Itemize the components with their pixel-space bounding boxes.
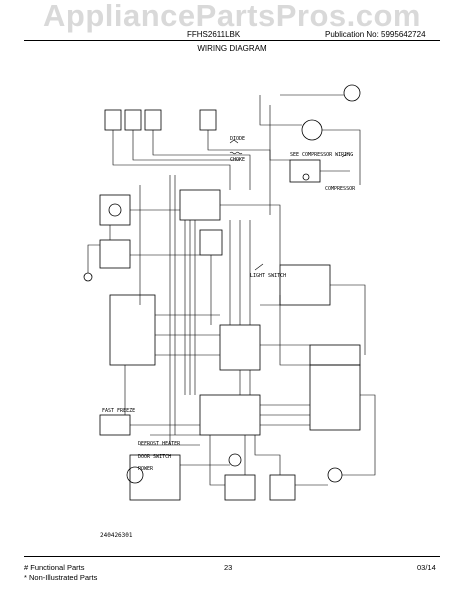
footer-rule [24, 556, 440, 557]
water-valve-3 [144, 109, 162, 131]
fast-freeze-switch [99, 414, 131, 436]
model-number: FFHS2611LBK [187, 30, 241, 39]
power-label: POWER [138, 466, 154, 472]
fan-motor-icon [301, 119, 323, 141]
compressor-box [289, 159, 321, 183]
wire-traces [87, 94, 376, 486]
compressor-label: COMPRESSOR [325, 186, 356, 192]
header-rule [24, 40, 440, 41]
site-watermark: AppliancePartsPros.com [43, 0, 421, 33]
light-lamp-icon [228, 453, 242, 467]
wiring-diagram: DIODE CHOKE LIGHT SWITCH SEE COMPRESSOR … [80, 65, 380, 545]
evaporator-fan-box [224, 474, 256, 501]
connector-block-center [219, 324, 261, 371]
page-title: WIRING DIAGRAM [197, 44, 267, 53]
choke-label: CHOKE [230, 157, 245, 163]
water-valve-4 [199, 109, 217, 131]
damper-motor-icon [126, 466, 144, 484]
wire-harness-right [309, 344, 361, 366]
main-connector-bottom [199, 394, 261, 436]
main-connector-top [179, 189, 221, 221]
functional-parts-note: # Functional Parts [24, 563, 85, 572]
page-number: 23 [224, 563, 233, 572]
ice-maker-motor-icon [108, 203, 122, 217]
ice-maker-module [99, 194, 131, 226]
choke-symbol [229, 151, 243, 155]
publication-date: 03/14 [417, 563, 436, 572]
lamp-icon [343, 84, 361, 102]
non-illustrated-parts-note: * Non-Illustrated Parts [24, 573, 98, 582]
fast-freeze-label: FAST FREEZE [102, 408, 135, 414]
auger-motor-icon [327, 467, 343, 483]
user-interface-board [129, 454, 181, 501]
diagram-part-number: 240426301 [100, 532, 133, 539]
control-board [109, 294, 156, 366]
light-switch-symbol [254, 263, 264, 271]
thermostat-module [99, 239, 131, 269]
compressor-terminal-icon [302, 173, 310, 181]
condenser-fan-box [269, 474, 296, 501]
see-compressor-wiring-label: SEE COMPRESSOR WIRING [290, 152, 353, 158]
connector-block-right [279, 264, 331, 306]
light-switch-label: LIGHT SWITCH [250, 273, 286, 279]
diode-label: DIODE [230, 136, 245, 142]
diode-symbol [229, 139, 239, 144]
ground-terminal-icon [83, 272, 93, 282]
water-valve-1 [104, 109, 122, 131]
circuit-symbols [229, 139, 349, 271]
defrost-heater-label: DEFROST HEATER [138, 441, 181, 447]
relay-block [199, 229, 223, 256]
publication-number: Publication No: 5995642724 [325, 30, 426, 39]
switch-bank [309, 364, 361, 431]
water-valve-2 [124, 109, 142, 131]
terminal-symbol [341, 152, 349, 158]
wiring-diagram-svg: DIODE CHOKE LIGHT SWITCH SEE COMPRESSOR … [83, 84, 376, 539]
door-switch-label: DOOR SWITCH [138, 454, 171, 460]
